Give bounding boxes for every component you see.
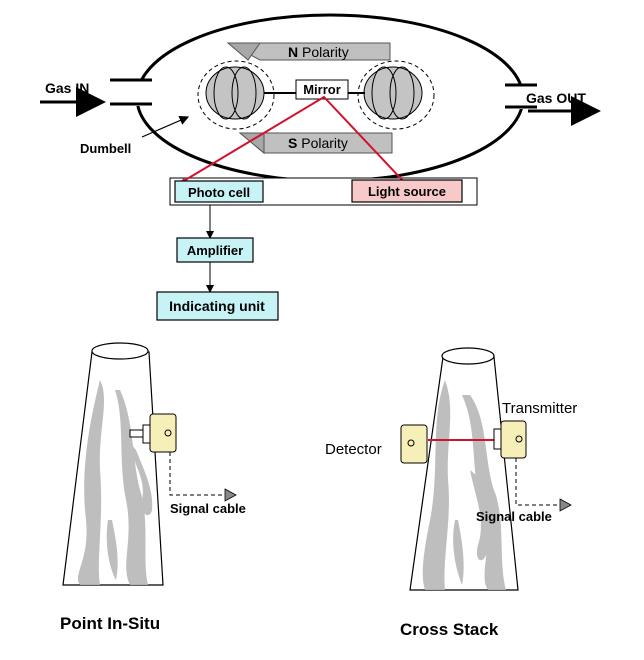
cross-stack-caption: Cross Stack [400,620,499,639]
point-in-situ-stack: Signal cable [62,342,246,586]
s-polarity-label: S Polarity [288,135,348,151]
transmitter-device [493,420,527,459]
cross-stack-signal-cable-label: Signal cable [476,509,552,524]
photo-cell-box: Photo cell [174,180,264,203]
indicating-unit-label: Indicating unit [169,298,265,314]
smoke-plume [77,380,153,585]
s-polarity-magnet: S Polarity [238,132,393,155]
right-dumbell-sphere [357,60,435,130]
dumbell-label: Dumbell [80,141,131,156]
gas-in-label: Gas IN [45,80,89,96]
gas-outlet-pipe [505,83,537,109]
in-situ-signal-cable [169,452,225,496]
amplifier-label: Amplifier [187,243,243,258]
n-polarity-magnet: N Polarity [226,42,391,61]
mirror-label: Mirror [303,82,341,97]
light-beam [176,95,406,186]
point-in-situ-caption: Point In-Situ [60,614,160,633]
cross-stack-signal-cable [515,458,560,506]
mirror: Mirror [295,79,349,100]
light-source-box: Light source [351,179,463,203]
detector-label: Detector [325,441,382,458]
light-source-label: Light source [368,184,446,199]
photo-cell-label: Photo cell [188,185,250,200]
cross-stack: Signal cable Detector Transmitter [325,347,577,591]
indicating-unit-box: Indicating unit [156,291,279,321]
in-situ-probe [129,413,177,453]
n-polarity-label: N Polarity [288,44,349,60]
gas-inlet-pipe [110,78,152,106]
amplifier-box: Amplifier [176,237,254,263]
in-situ-signal-cable-label: Signal cable [170,501,246,516]
transmitter-label: Transmitter [502,400,577,417]
in-situ-cable-arrowhead [224,488,237,502]
left-dumbell-sphere [197,60,275,130]
cross-stack-smoke-plume [422,380,506,590]
dumbell-pointer-arrow [141,115,190,138]
cross-stack-cable-arrowhead [559,498,572,512]
detector-device [400,424,428,464]
gas-out-label: Gas OUT [526,90,586,106]
